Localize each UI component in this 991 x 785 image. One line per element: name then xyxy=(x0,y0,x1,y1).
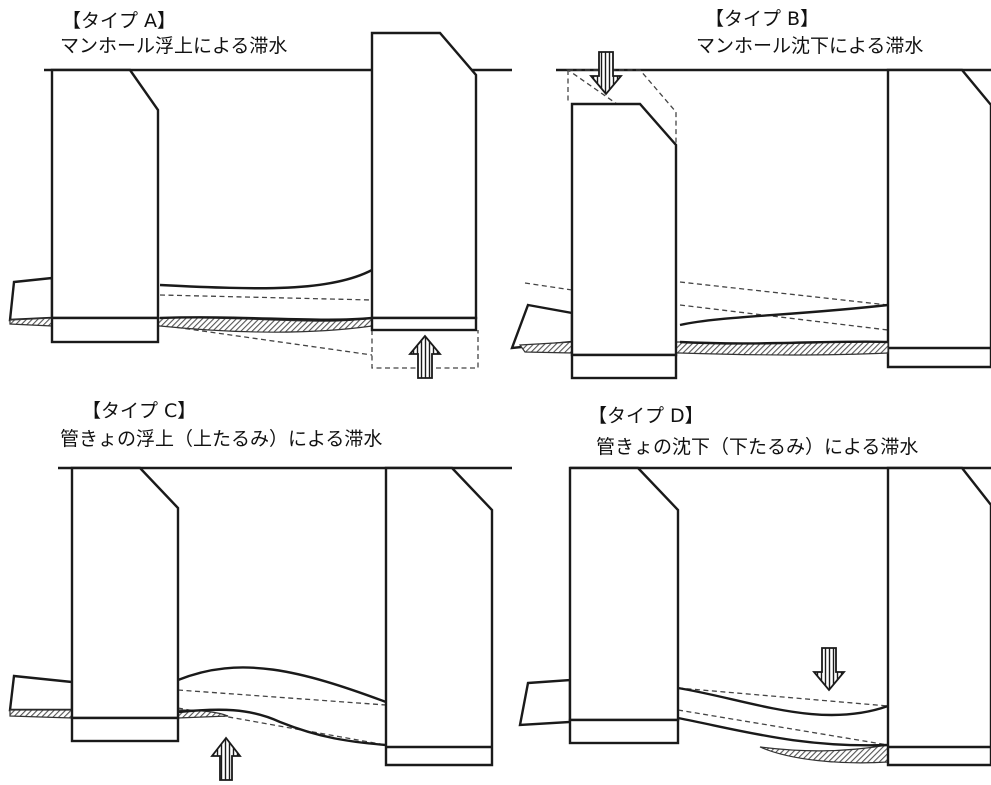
panel-a-label: 【タイプ A】 xyxy=(62,10,176,32)
left-manhole xyxy=(568,466,680,745)
panel-c-caption: 管きょの浮上（上たるみ）による滞水 xyxy=(60,428,382,450)
stagnant-water xyxy=(759,744,889,764)
panel-type-b: 【タイプ B】 マンホール沈下による滞水 xyxy=(510,8,991,380)
left-pipe xyxy=(518,678,572,727)
pipe-top xyxy=(177,666,387,704)
panel-type-c: 【タイプ C】 管きょの浮上（上たるみ）による滞水 xyxy=(8,400,512,781)
pipe-bottom xyxy=(679,340,889,345)
right-manhole xyxy=(886,466,991,767)
panel-type-d: 【タイプ D】 管きょの沈下（下たるみ）による滞水 xyxy=(518,405,991,767)
up-arrow-icon xyxy=(210,736,242,781)
down-arrow-icon xyxy=(589,51,623,96)
panel-a-caption: マンホール浮上による滞水 xyxy=(60,35,287,57)
right-manhole xyxy=(886,68,991,369)
pipe-top xyxy=(677,686,889,717)
left-manhole xyxy=(50,68,160,344)
pipe-bottom xyxy=(677,716,889,747)
pipe-bottom xyxy=(177,708,387,747)
panel-d-label: 【タイプ D】 xyxy=(588,405,704,427)
panel-c-label: 【タイプ C】 xyxy=(82,400,196,422)
left-pipe xyxy=(8,276,54,322)
original-pipe-outline xyxy=(177,689,387,746)
original-pipe-outline xyxy=(677,687,889,746)
left-manhole-settled xyxy=(570,102,678,380)
panel-type-a: 【タイプ A】 マンホール浮上による滞水 xyxy=(8,10,512,379)
left-manhole xyxy=(70,466,180,743)
pipe-top xyxy=(159,268,373,290)
panel-b-label: 【タイプ B】 xyxy=(705,8,819,30)
pipe-bottom xyxy=(159,316,373,321)
up-arrow-icon xyxy=(408,334,442,379)
left-pipe xyxy=(510,303,574,350)
right-manhole-uplifted xyxy=(370,31,478,332)
pipe-top xyxy=(679,303,889,327)
panel-d-caption: 管きょの沈下（下たるみ）による滞水 xyxy=(596,436,918,458)
right-manhole xyxy=(384,466,494,767)
original-pipe-outline xyxy=(159,294,479,369)
down-arrow-icon xyxy=(812,647,846,692)
left-pipe xyxy=(8,674,74,712)
panel-b-caption: マンホール沈下による滞水 xyxy=(696,35,923,57)
